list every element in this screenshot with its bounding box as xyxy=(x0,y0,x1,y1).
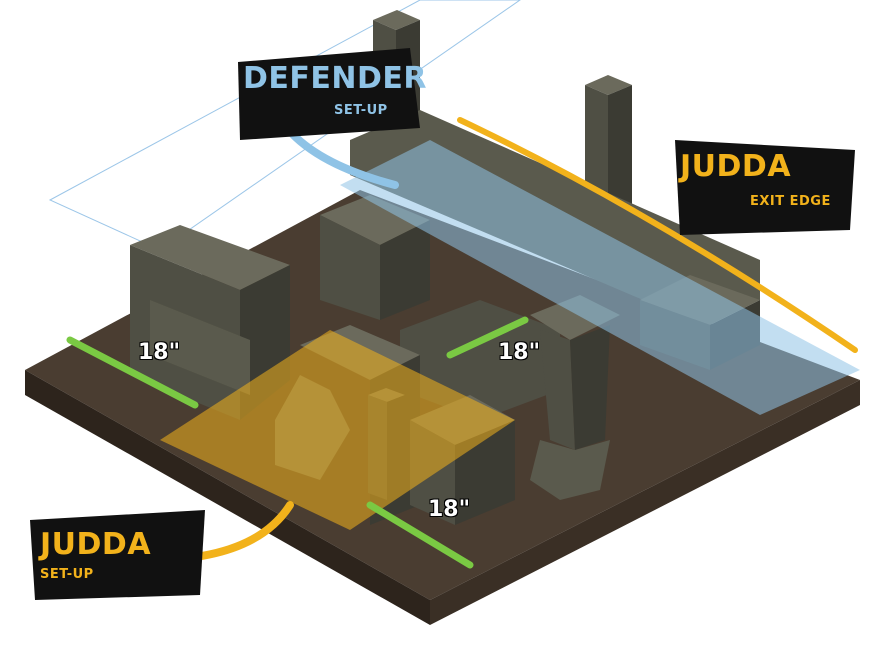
measure-line-middle xyxy=(446,316,529,359)
judda-exit-title: JUDDA xyxy=(680,149,792,184)
judda-exit-edge-line xyxy=(457,117,858,353)
board-side-right xyxy=(430,380,860,625)
measure-label-left: 18" xyxy=(138,340,181,365)
statue-tower xyxy=(530,295,620,500)
judda-exit-banner xyxy=(675,140,855,235)
measure-label-middle: 18" xyxy=(498,340,541,365)
board-side-left xyxy=(25,370,430,625)
judda-exit-subtitle: EXIT EDGE xyxy=(750,194,831,209)
building-left xyxy=(130,225,290,420)
measure-label-bottom: 18" xyxy=(428,497,471,522)
building-center xyxy=(320,195,430,320)
judda-setup-subtitle: SET-UP xyxy=(40,567,94,582)
measure-line-bottom xyxy=(366,501,474,569)
measure-line-left xyxy=(66,336,199,409)
defender-zone xyxy=(340,140,860,415)
judda-setup-banner xyxy=(30,510,205,600)
defender-banner xyxy=(238,48,420,140)
defender-title: DEFENDER xyxy=(243,61,427,96)
judda-setup-title: JUDDA xyxy=(40,527,152,562)
defender-subtitle: SET-UP xyxy=(334,103,388,118)
judda-setup-zone xyxy=(160,330,515,530)
